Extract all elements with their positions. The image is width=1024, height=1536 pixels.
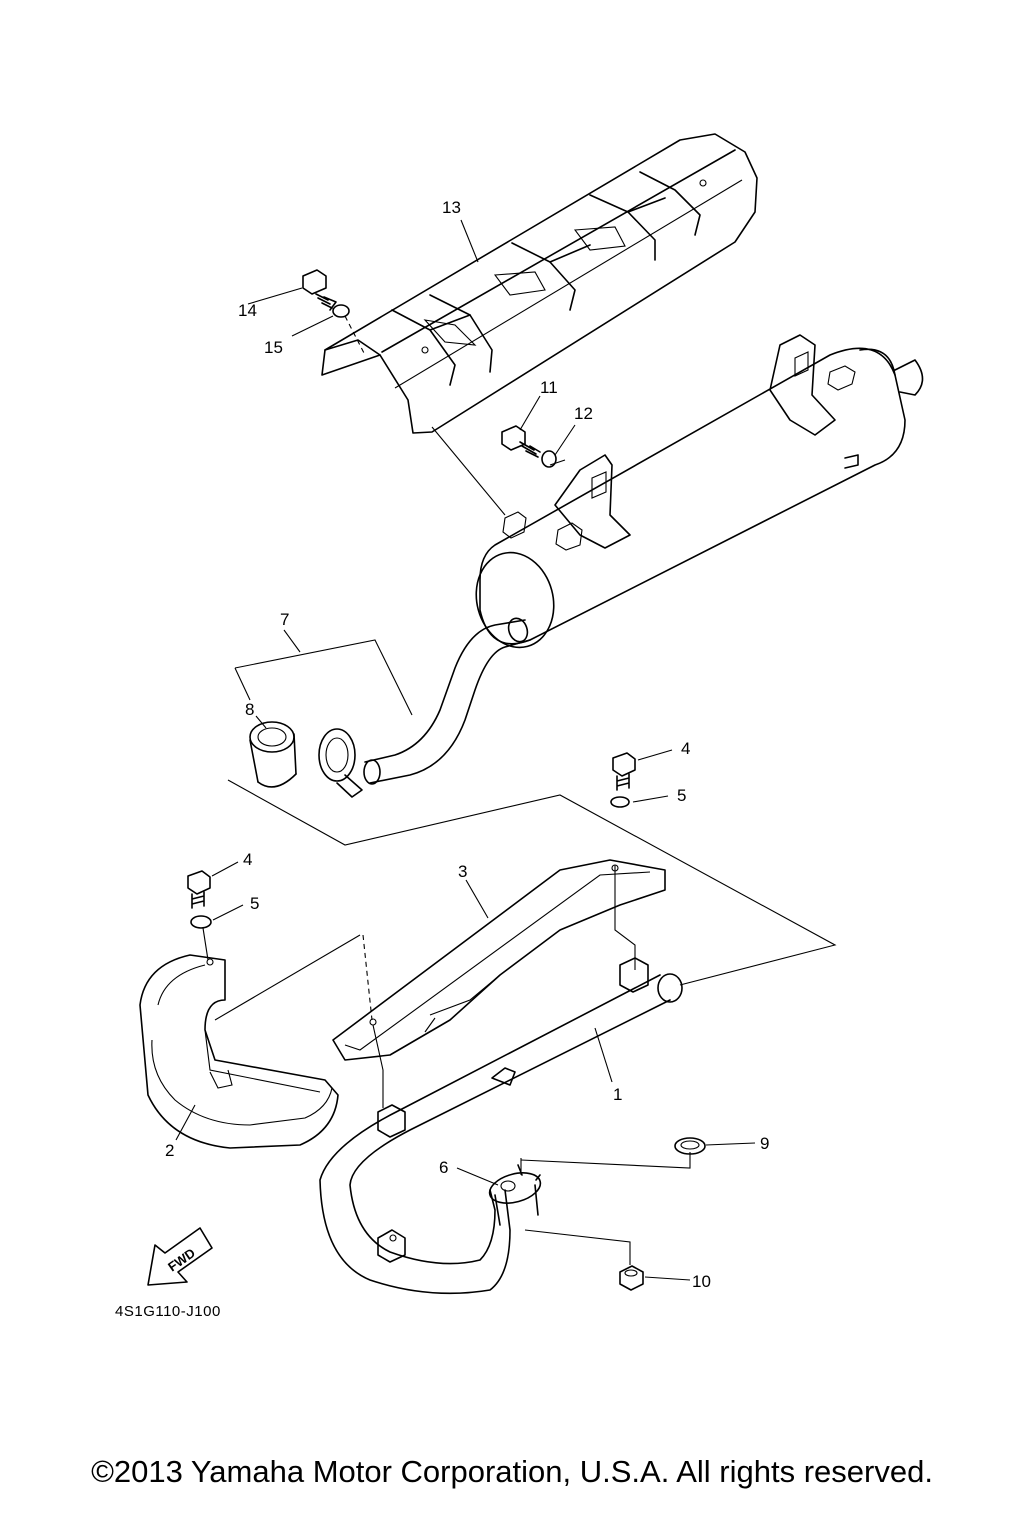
forward-arrow-icon: FWD xyxy=(147,1227,213,1286)
pipe-clamp[interactable] xyxy=(318,728,363,798)
part-10-nut[interactable] xyxy=(619,1265,644,1291)
part-12-washer[interactable] xyxy=(541,450,557,468)
callout-5-upper: 5 xyxy=(677,786,686,805)
callout-5-lower: 5 xyxy=(250,894,259,913)
callout-10: 10 xyxy=(692,1272,711,1291)
part-3-bracket[interactable] xyxy=(332,859,666,1061)
part-6-flange[interactable] xyxy=(486,1164,543,1226)
callout-14: 14 xyxy=(238,301,257,320)
callout-11: 11 xyxy=(540,378,558,397)
callout-3: 3 xyxy=(458,862,467,881)
part-1-exhaust-pipe[interactable] xyxy=(319,957,683,1295)
leader-4-lower xyxy=(211,861,239,877)
leader-5-upper xyxy=(632,795,669,803)
part-11-bolt[interactable] xyxy=(501,425,541,458)
callout-2: 2 xyxy=(165,1141,174,1160)
leader-7 xyxy=(283,629,301,653)
part-4-bolt-lower[interactable] xyxy=(187,870,211,909)
part-7-muffler[interactable] xyxy=(363,334,924,785)
drawing-code: 4S1G110-J100 xyxy=(115,1303,221,1320)
leader-4-upper xyxy=(637,749,673,761)
leader-14 xyxy=(247,287,303,305)
leader-2 xyxy=(175,1104,196,1141)
callout-9: 9 xyxy=(760,1134,769,1153)
leader-10 xyxy=(644,1276,691,1281)
part-13-heat-protector[interactable] xyxy=(321,133,758,434)
callout-7: 7 xyxy=(280,610,289,629)
part-9-gasket[interactable] xyxy=(674,1137,706,1155)
part-5-washer-lower[interactable] xyxy=(190,915,212,929)
callout-4-upper: 4 xyxy=(681,739,690,758)
part-5-washer-upper[interactable] xyxy=(610,796,630,808)
leader-6 xyxy=(456,1167,499,1186)
callout-12: 12 xyxy=(574,404,593,423)
copyright-notice: ©2013 Yamaha Motor Corporation, U.S.A. A… xyxy=(91,1454,933,1489)
leader-13 xyxy=(460,219,479,263)
part-14-bolt[interactable] xyxy=(302,269,337,311)
callout-8: 8 xyxy=(245,700,254,719)
callout-15: 15 xyxy=(264,338,283,357)
leader-11 xyxy=(519,395,541,431)
leader-5-lower xyxy=(212,904,244,921)
part-8-gasket[interactable] xyxy=(249,721,297,788)
callout-13: 13 xyxy=(442,198,461,217)
callout-6: 6 xyxy=(439,1158,448,1177)
part-4-bolt-upper[interactable] xyxy=(612,752,636,791)
callout-1: 1 xyxy=(613,1085,622,1104)
leader-3 xyxy=(465,879,489,919)
leader-9 xyxy=(705,1142,756,1146)
callout-4-lower: 4 xyxy=(243,850,252,869)
leader-1 xyxy=(594,1027,613,1083)
leader-15 xyxy=(291,315,334,337)
part-2-protector[interactable] xyxy=(139,954,339,1149)
part-15-washer[interactable] xyxy=(332,304,350,318)
leader-12 xyxy=(554,424,576,456)
leader-8 xyxy=(255,715,267,729)
